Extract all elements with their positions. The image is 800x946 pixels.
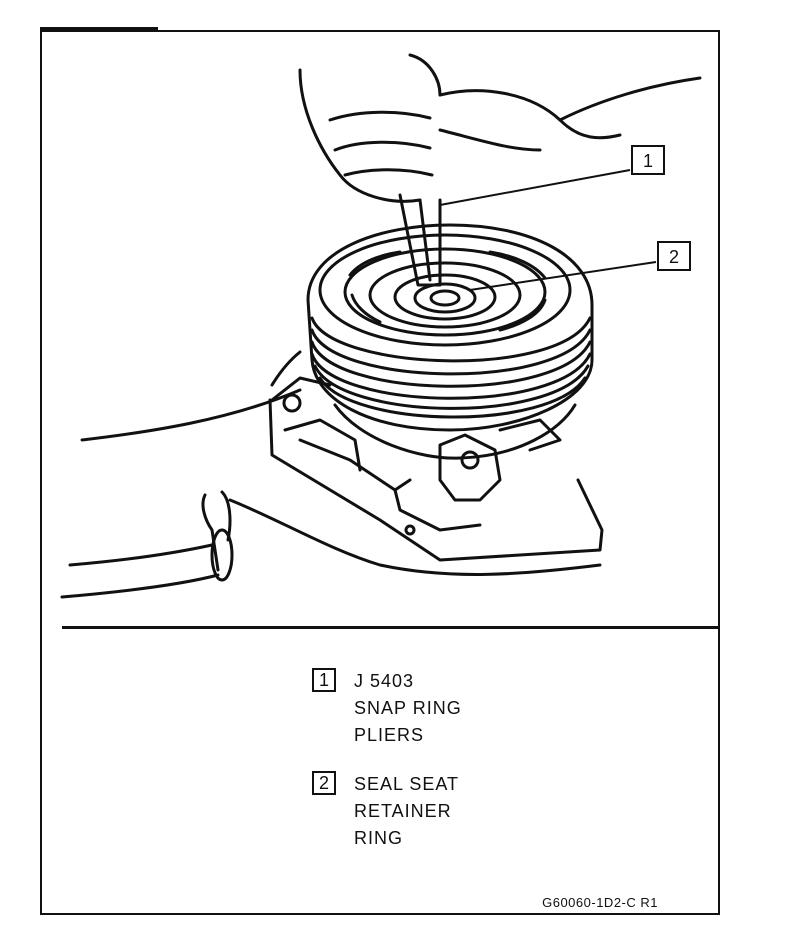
legend-text-2: SEAL SEAT RETAINER RING [354, 771, 459, 852]
legend-divider [62, 626, 720, 629]
pulley-body [306, 223, 594, 432]
legend-line: SNAP RING [354, 698, 462, 718]
legend-text-1: J 5403 SNAP RING PLIERS [354, 668, 462, 749]
legend-number-2: 2 [312, 771, 336, 795]
callout-box-2 [657, 241, 691, 271]
mounting-bracket [268, 398, 604, 562]
leader-line-2 [469, 261, 657, 291]
adjuster-block [438, 433, 502, 502]
legend-line: PLIERS [354, 725, 425, 745]
hose-line-lower [60, 573, 220, 599]
frame-top-tab [40, 27, 158, 30]
legend-item-2: 2 SEAL SEAT RETAINER RING [312, 771, 459, 852]
legend-line: RETAINER [354, 801, 452, 821]
callout-number-2: 2 [669, 247, 679, 267]
clutch-plate-outer [318, 233, 572, 347]
hose-line-upper [68, 543, 214, 567]
figure-id: G60060-1D2-C R1 [542, 895, 658, 910]
callout-box-1 [631, 145, 665, 175]
bench-edge-line [80, 388, 302, 442]
legend-item-1: 1 J 5403 SNAP RING PLIERS [312, 668, 462, 749]
legend-line: J 5403 [354, 671, 415, 691]
seal-seat-ring [393, 273, 497, 321]
callout-number-1: 1 [643, 151, 653, 171]
legend-number-1: 1 [312, 668, 336, 692]
legend-line: SEAL SEAT [354, 774, 460, 794]
legend-line: RING [354, 828, 403, 848]
figure-frame [40, 30, 720, 915]
hand-outline [298, 68, 422, 203]
leader-line-1 [439, 169, 631, 206]
pliers-body [398, 193, 442, 287]
